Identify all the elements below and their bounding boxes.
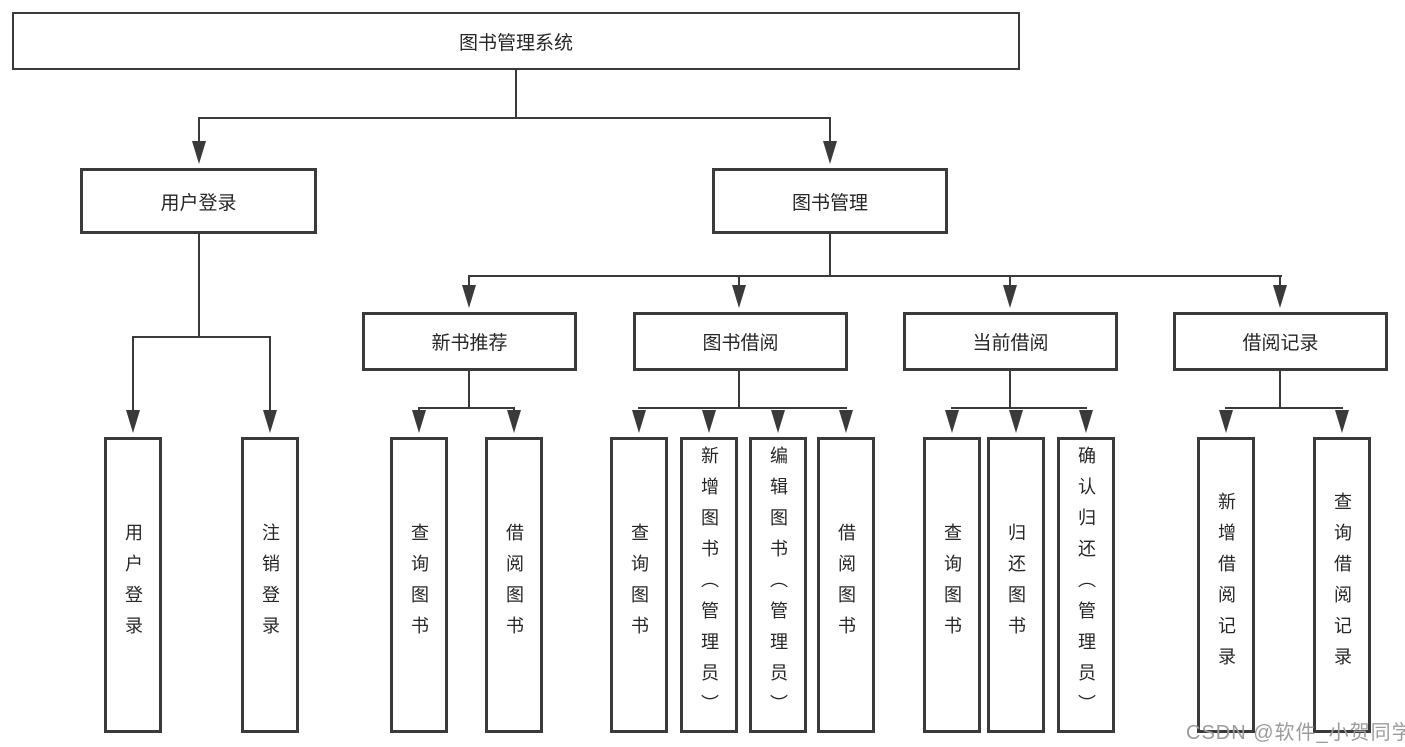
node-root-label: 图书管理系统 [458, 32, 573, 54]
leaf-add-borrow-record-label: 新增借阅记录 [1216, 492, 1236, 678]
leaf-logout-label: 注销登录 [260, 523, 280, 647]
leaf-add-book-admin-label: 新增图书（管理员） [699, 445, 719, 725]
arrow-down-icon [412, 410, 426, 433]
connector-vline [198, 234, 200, 338]
arrow-down-icon [1079, 410, 1093, 433]
connector-hline [418, 407, 515, 409]
arrow-down-icon [126, 410, 140, 433]
connector-vline [515, 70, 517, 119]
leaf-edit-book-admin: 编辑图书（管理员） [749, 437, 807, 733]
arrow-down-icon [1219, 410, 1233, 433]
leaf-borrow-books-label: 借阅图书 [836, 523, 856, 647]
connector-hline [951, 407, 1087, 409]
leaf-borrow-books-recommend-label: 借阅图书 [504, 523, 524, 647]
leaf-add-book-admin: 新增图书（管理员） [680, 437, 738, 733]
leaf-confirm-return-admin: 确认归还（管理员） [1057, 437, 1115, 733]
node-book-management-label: 图书管理 [791, 192, 868, 214]
arrow-down-icon [823, 141, 837, 164]
leaf-query-books-borrow-label: 查询图书 [629, 523, 649, 647]
csdn-watermark: CSDN @软件_小贺同学 [1186, 722, 1405, 744]
connector-hline [468, 275, 1282, 277]
arrow-down-icon [263, 410, 277, 433]
node-user-login-label: 用户登录 [160, 192, 237, 214]
arrow-down-icon [507, 410, 521, 433]
node-borrow-records: 借阅记录 [1173, 312, 1388, 371]
node-book-borrow: 图书借阅 [633, 312, 848, 371]
node-current-borrow: 当前借阅 [903, 312, 1118, 371]
arrow-down-icon [771, 410, 785, 433]
arrow-down-icon [839, 410, 853, 433]
connector-vline [468, 275, 470, 288]
leaf-return-book-label: 归还图书 [1006, 523, 1026, 647]
leaf-return-book: 归还图书 [987, 437, 1045, 733]
connector-vline [468, 371, 470, 409]
leaf-edit-book-admin-label: 编辑图书（管理员） [768, 445, 788, 725]
connector-vline [1009, 371, 1011, 409]
connector-hline [638, 407, 847, 409]
leaf-query-books-borrow: 查询图书 [610, 437, 668, 733]
node-book-management: 图书管理 [712, 168, 948, 234]
leaf-query-borrow-record-label: 查询借阅记录 [1332, 492, 1352, 678]
arrow-down-icon [702, 410, 716, 433]
connector-hline [198, 117, 831, 119]
leaf-borrow-books-recommend: 借阅图书 [485, 437, 543, 733]
connector-vline [132, 336, 134, 412]
leaf-query-books-current-label: 查询图书 [942, 523, 962, 647]
connector-vline [198, 117, 200, 145]
leaf-borrow-books: 借阅图书 [817, 437, 875, 733]
arrow-down-icon [462, 285, 476, 308]
arrow-down-icon [1335, 410, 1349, 433]
connector-vline [269, 336, 271, 412]
connector-hline [132, 336, 271, 338]
connector-vline [1279, 371, 1281, 409]
arrow-down-icon [1003, 285, 1017, 308]
node-new-book-recommend: 新书推荐 [362, 312, 577, 371]
connector-vline [829, 117, 831, 145]
connector-hline [1225, 407, 1343, 409]
leaf-query-books-recommend: 查询图书 [390, 437, 448, 733]
leaf-confirm-return-admin-label: 确认归还（管理员） [1076, 445, 1096, 725]
leaf-user-login: 用户登录 [104, 437, 162, 733]
leaf-logout: 注销登录 [241, 437, 299, 733]
arrow-down-icon [1273, 285, 1287, 308]
arrow-down-icon [1009, 410, 1023, 433]
leaf-query-borrow-record: 查询借阅记录 [1313, 437, 1371, 733]
node-root: 图书管理系统 [12, 12, 1020, 70]
connector-vline [1009, 275, 1011, 288]
leaf-query-books-recommend-label: 查询图书 [409, 523, 429, 647]
connector-vline [738, 275, 740, 288]
leaf-user-login-label: 用户登录 [123, 523, 143, 647]
node-new-book-recommend-label: 新书推荐 [431, 333, 508, 354]
connector-vline [829, 234, 831, 277]
node-user-login: 用户登录 [80, 168, 317, 234]
arrow-down-icon [192, 141, 206, 164]
node-book-borrow-label: 图书借阅 [702, 333, 779, 354]
arrow-down-icon [945, 410, 959, 433]
connector-vline [1279, 275, 1281, 288]
arrow-down-icon [632, 410, 646, 433]
leaf-add-borrow-record: 新增借阅记录 [1197, 437, 1255, 733]
leaf-query-books-current: 查询图书 [923, 437, 981, 733]
node-current-borrow-label: 当前借阅 [972, 333, 1049, 354]
arrow-down-icon [732, 285, 746, 308]
node-borrow-records-label: 借阅记录 [1242, 333, 1319, 354]
connector-vline [738, 371, 740, 409]
